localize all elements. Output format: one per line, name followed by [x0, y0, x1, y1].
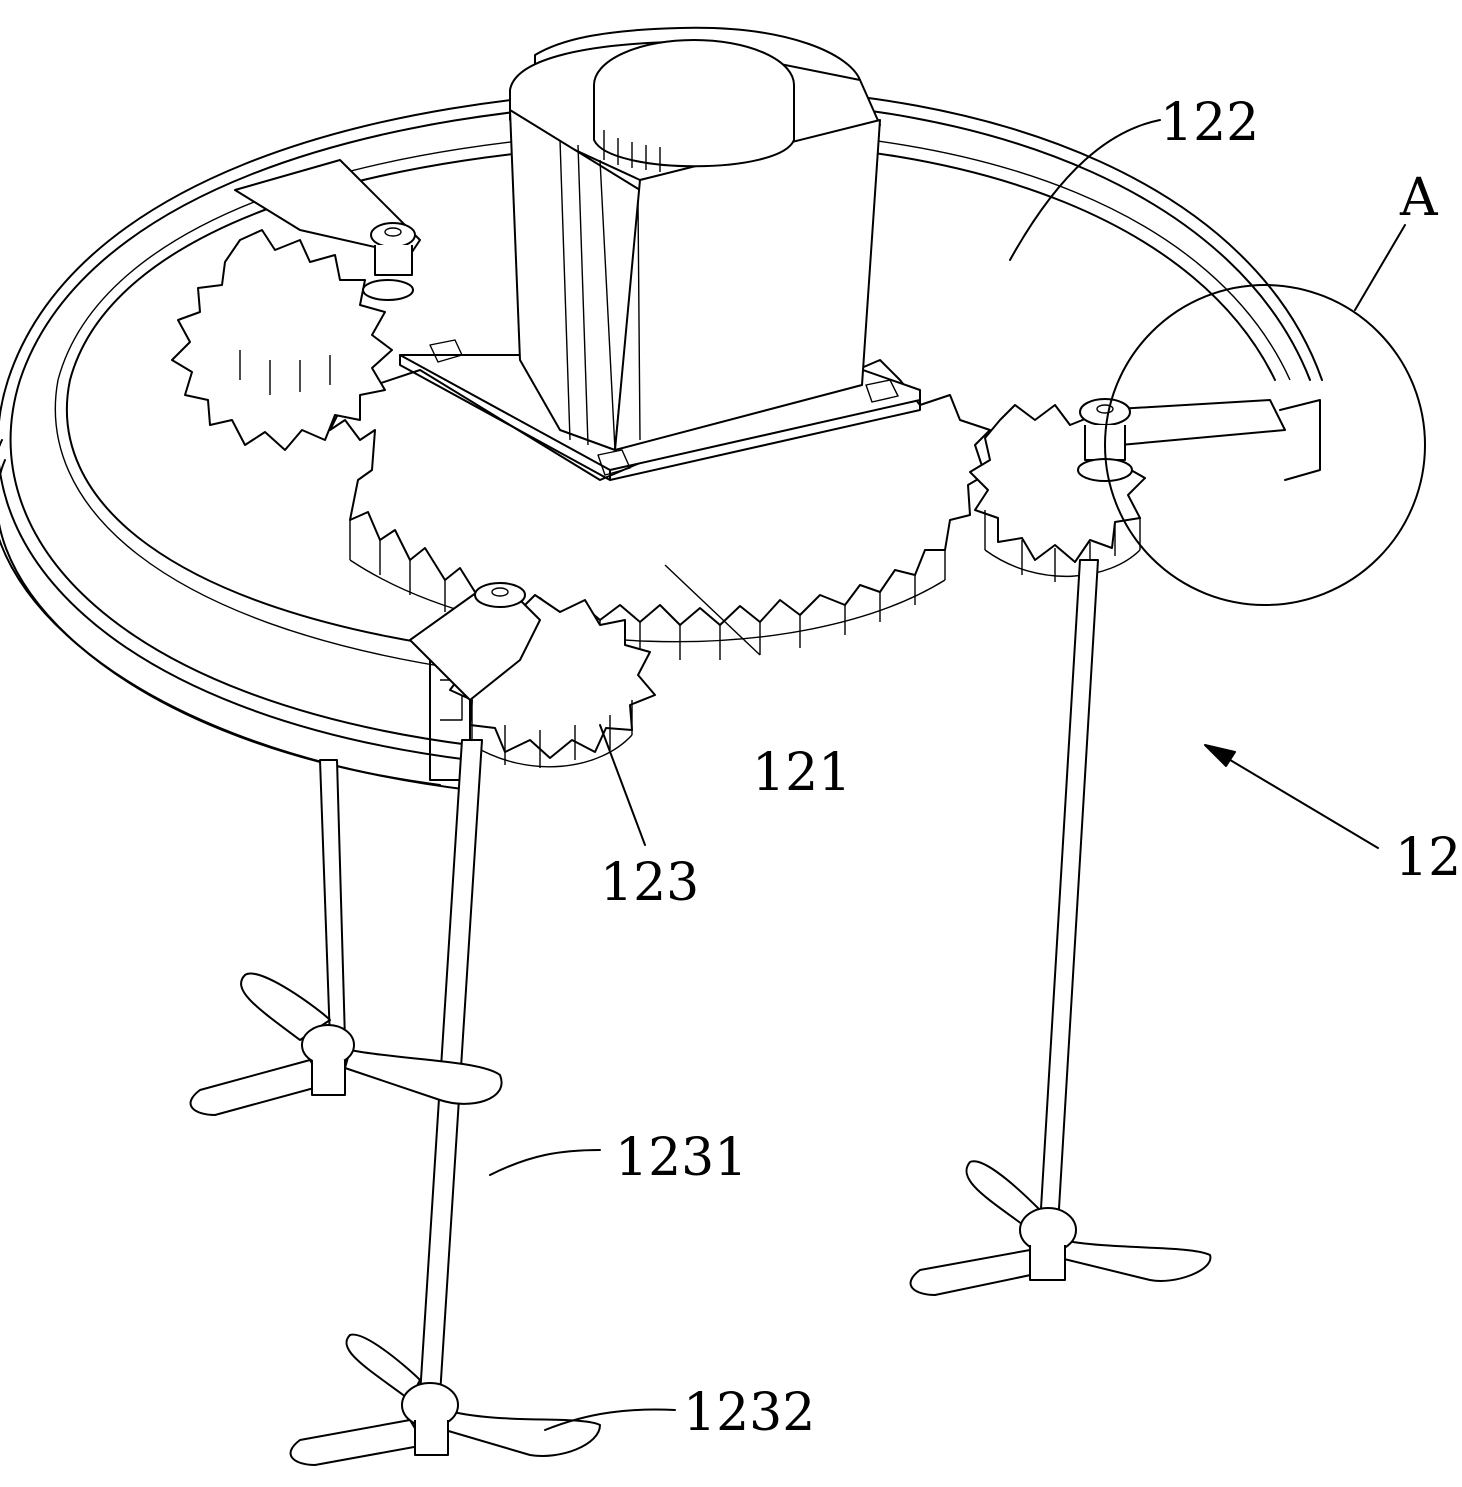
motor [509, 26, 881, 451]
label-123: 123 [600, 853, 699, 913]
gear-hubs [362, 222, 1133, 608]
label-1231: 1231 [615, 1128, 747, 1188]
planet-gear-left [171, 229, 393, 451]
impeller-front [289, 1333, 601, 1466]
reference-labels: 122 A 121 123 12 1231 1232 [600, 93, 1461, 1443]
label-121: 121 [752, 743, 851, 803]
detail-circle-a [1104, 224, 1426, 606]
impeller-right [909, 1160, 1212, 1296]
label-1232: 1232 [683, 1383, 815, 1443]
impeller-left [189, 972, 503, 1116]
label-a: A [1399, 168, 1439, 228]
label-12: 12 [1395, 828, 1461, 888]
label-122: 122 [1160, 93, 1259, 153]
leader-lines [489, 119, 1379, 1431]
